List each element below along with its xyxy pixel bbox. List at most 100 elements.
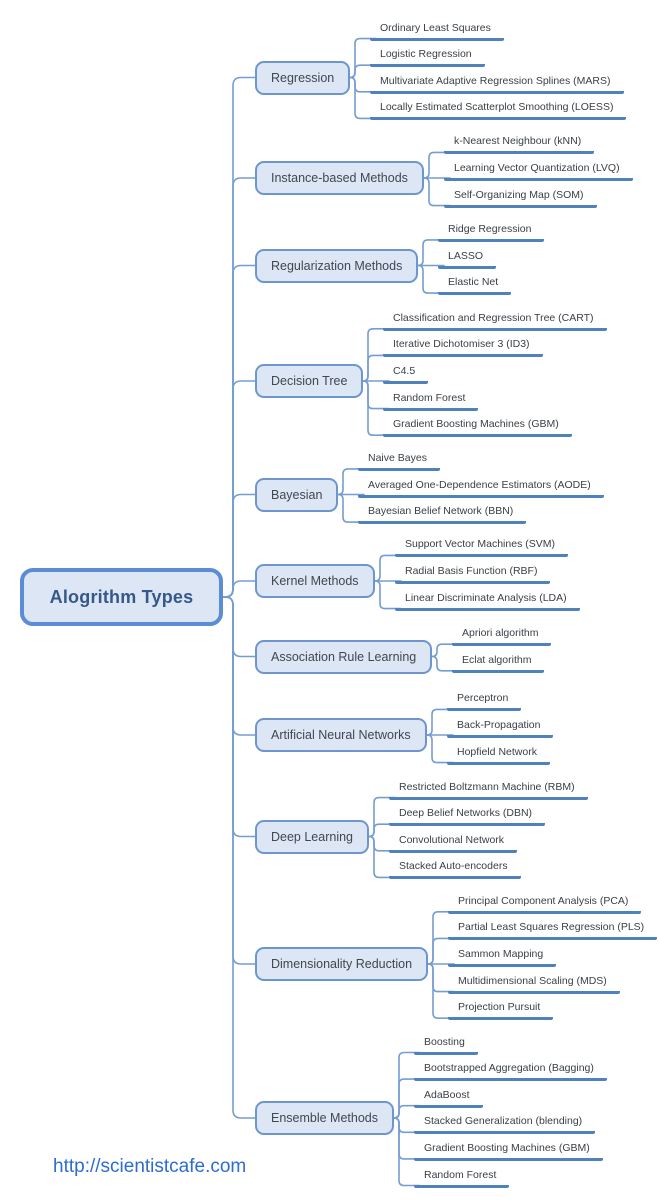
- leaf-label: Apriori algorithm: [462, 627, 539, 639]
- leaf-label: Eclat algorithm: [462, 654, 532, 666]
- leaf-node: Apriori algorithm: [452, 626, 552, 646]
- leaf-node: Random Forest: [414, 1168, 510, 1188]
- branch-node: Artificial Neural Networks: [255, 718, 427, 752]
- leaf-node: Principal Component Analysis (PCA): [448, 894, 642, 914]
- branch-label: Deep Learning: [271, 830, 354, 844]
- leaf-node: Back-Propagation: [447, 718, 554, 738]
- connector-path: [222, 596, 257, 658]
- leaf-label: Random Forest: [424, 1169, 497, 1181]
- leaf-node: Locally Estimated Scatterplot Smoothing …: [370, 100, 627, 120]
- root-node-algorithm-types: Alogrithm Types: [20, 568, 223, 626]
- leaf-node: Stacked Generalization (blending): [414, 1114, 596, 1134]
- footer-url-link[interactable]: http://scientistcafe.com: [53, 1156, 247, 1177]
- leaf-label: Principal Component Analysis (PCA): [458, 895, 629, 907]
- leaf-node: Restricted Boltzmann Machine (RBM): [389, 780, 588, 800]
- leaf-node: k-Nearest Neighbour (kNN): [444, 134, 595, 154]
- leaf-label: Stacked Auto-encoders: [399, 860, 508, 872]
- connector-path: [222, 596, 257, 1119]
- branch-label: Dimensionality Reduction: [271, 957, 413, 971]
- leaf-label: k-Nearest Neighbour (kNN): [454, 135, 582, 147]
- leaf-label: Projection Pursuit: [458, 1001, 541, 1013]
- branch-node: Regularization Methods: [255, 249, 419, 283]
- connector-path: [392, 1117, 421, 1187]
- leaf-label: Logistic Regression: [380, 48, 472, 60]
- leaf-label: Radial Basis Function (RBF): [405, 565, 538, 577]
- leaf-label: Self-Organizing Map (SOM): [454, 189, 584, 201]
- leaf-label: Perceptron: [457, 692, 509, 704]
- leaf-label: Gradient Boosting Machines (GBM): [393, 418, 559, 430]
- leaf-label: Learning Vector Quantization (LVQ): [454, 162, 620, 174]
- leaf-label: Deep Belief Networks (DBN): [399, 807, 533, 819]
- connector-path: [373, 580, 402, 610]
- leaf-node: Stacked Auto-encoders: [389, 859, 521, 879]
- leaf-node: Iterative Dichotomiser 3 (ID3): [383, 337, 543, 357]
- leaf-label: Multivariate Adaptive Regression Splines…: [380, 75, 611, 87]
- leaf-node: Averaged One-Dependence Estimators (AODE…: [358, 478, 604, 498]
- leaf-label: Bootstrapped Aggregation (Bagging): [424, 1062, 594, 1074]
- leaf-label: Restricted Boltzmann Machine (RBM): [399, 781, 575, 793]
- connector-path: [222, 596, 257, 736]
- leaf-node: Radial Basis Function (RBF): [395, 564, 551, 584]
- connector-path: [222, 596, 257, 965]
- leaf-label: Partial Least Squares Regression (PLS): [458, 921, 645, 933]
- leaf-label: Back-Propagation: [457, 719, 541, 731]
- leaf-node: Elastic Net: [438, 275, 512, 295]
- connector-path: [222, 596, 257, 838]
- leaf-node: Ridge Regression: [438, 222, 545, 242]
- branch-label: Artificial Neural Networks: [271, 728, 411, 742]
- leaf-label: AdaBoost: [424, 1089, 470, 1101]
- leaf-label: Classification and Regression Tree (CART…: [393, 312, 594, 324]
- leaf-node: Eclat algorithm: [452, 653, 545, 673]
- branch-label: Kernel Methods: [271, 574, 359, 588]
- connector-path: [430, 655, 459, 672]
- branch-label: Regularization Methods: [271, 259, 403, 273]
- leaf-node: Logistic Regression: [370, 47, 485, 67]
- branch-label: Ensemble Methods: [271, 1111, 379, 1125]
- leaf-label: Random Forest: [393, 392, 466, 404]
- leaf-node: Ordinary Least Squares: [370, 21, 504, 41]
- connector-path: [348, 76, 377, 120]
- leaf-label: Iterative Dichotomiser 3 (ID3): [393, 338, 530, 350]
- connector-path: [422, 177, 451, 207]
- leaf-node: Boosting: [414, 1035, 478, 1055]
- leaf-label: Multidimensional Scaling (MDS): [458, 975, 607, 987]
- connector-path: [336, 493, 365, 523]
- leaf-label: Ordinary Least Squares: [380, 22, 491, 34]
- leaf-label: Sammon Mapping: [458, 948, 544, 960]
- leaf-node: Classification and Regression Tree (CART…: [383, 311, 607, 331]
- leaf-node: Convolutional Network: [389, 833, 518, 853]
- leaf-label: Naive Bayes: [368, 452, 427, 464]
- leaf-node: Multivariate Adaptive Regression Splines…: [370, 74, 624, 94]
- connector-path: [426, 963, 455, 1019]
- leaf-node: Gradient Boosting Machines (GBM): [383, 417, 572, 437]
- leaf-node: Hopfield Network: [447, 745, 550, 765]
- leaf-label: Gradient Boosting Machines (GBM): [424, 1142, 590, 1154]
- leaf-node: Sammon Mapping: [448, 947, 557, 967]
- branch-node: Ensemble Methods: [255, 1101, 395, 1135]
- branch-node: Dimensionality Reduction: [255, 947, 429, 981]
- leaf-label: Locally Estimated Scatterplot Smoothing …: [380, 101, 614, 113]
- leaf-node: Random Forest: [383, 391, 479, 411]
- connector-path: [222, 177, 257, 598]
- branch-node: Association Rule Learning: [255, 640, 433, 674]
- leaf-node: Linear Discriminate Analysis (LDA): [395, 591, 580, 611]
- leaf-label: Averaged One-Dependence Estimators (AODE…: [368, 479, 591, 491]
- leaf-label: C4.5: [393, 365, 416, 377]
- leaf-node: Deep Belief Networks (DBN): [389, 806, 546, 826]
- leaf-label: Stacked Generalization (blending): [424, 1115, 583, 1127]
- branch-node: Instance-based Methods: [255, 161, 424, 195]
- branch-node: Kernel Methods: [255, 564, 375, 598]
- leaf-node: Bootstrapped Aggregation (Bagging): [414, 1061, 607, 1081]
- leaf-label: Hopfield Network: [457, 746, 537, 758]
- connector-path: [361, 380, 390, 436]
- branch-node: Deep Learning: [255, 820, 370, 854]
- leaf-label: LASSO: [448, 250, 484, 262]
- leaf-node: Partial Least Squares Regression (PLS): [448, 920, 658, 940]
- leaf-label: Elastic Net: [448, 276, 499, 288]
- branch-node: Regression: [255, 61, 351, 95]
- root-node-label: Alogrithm Types: [49, 586, 194, 607]
- leaf-label: Support Vector Machines (SVM): [405, 538, 555, 550]
- leaf-node: LASSO: [438, 249, 497, 269]
